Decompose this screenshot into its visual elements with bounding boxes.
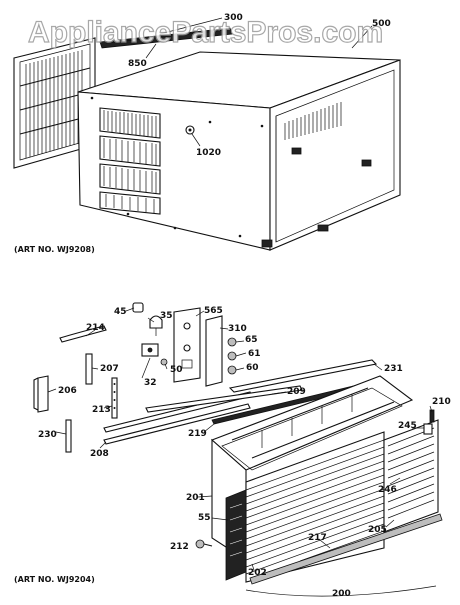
callout-217: 217: [308, 533, 327, 543]
callout-206: 206: [58, 386, 77, 396]
callout-209: 209: [287, 387, 306, 397]
side-louvers: [99, 107, 161, 215]
bottom-trim-strip: [249, 513, 443, 585]
upper-leader-lines: [145, 17, 373, 147]
mounting-screw: [195, 539, 213, 549]
callout-310: 310: [228, 324, 247, 334]
callout-55: 55: [198, 513, 211, 523]
control-components: [132, 302, 237, 387]
callout-245: 245: [398, 421, 417, 431]
callout-207: 207: [100, 364, 119, 374]
callout-32: 32: [144, 378, 157, 388]
callout-61: 61: [248, 349, 261, 359]
callout-200: 200: [332, 589, 351, 599]
callout-231: 231: [384, 364, 403, 374]
callout-45: 45: [114, 307, 127, 317]
callout-labels: 300 500 850 1020 45 35 565 310 65 61 50 …: [38, 13, 451, 599]
callout-202: 202: [248, 568, 267, 578]
art-number-lower: (ART NO. WJ9204): [14, 575, 95, 584]
callout-565: 565: [204, 306, 223, 316]
callout-219: 219: [188, 429, 207, 439]
cabinet-assembly: [13, 17, 401, 251]
callout-213: 213: [92, 405, 111, 415]
callout-60: 60: [246, 363, 259, 373]
watermark-text: AppliancePartsPros.com: [28, 16, 383, 49]
callout-50: 50: [170, 365, 183, 375]
assembly-bracket-curve: [245, 585, 437, 597]
rear-grille-panel: [13, 37, 96, 169]
callout-300: 300: [224, 13, 243, 23]
callout-208: 208: [90, 449, 109, 459]
callout-212: 212: [170, 542, 189, 552]
callout-205: 205: [368, 525, 387, 535]
callout-35: 35: [160, 311, 173, 321]
art-number-upper: (ART NO. WJ9208): [14, 245, 95, 254]
callout-210: 210: [432, 397, 451, 407]
rails-hardware: [33, 325, 378, 453]
cabinet-box: [77, 51, 401, 251]
side-filter-panel: [383, 409, 439, 533]
front-assembly: [33, 302, 443, 597]
callout-214: 214: [86, 323, 105, 333]
callout-230: 230: [38, 430, 57, 440]
callout-500: 500: [372, 19, 391, 29]
callout-850: 850: [128, 59, 147, 69]
callout-65: 65: [245, 335, 258, 345]
top-gasket-strip: [99, 27, 233, 49]
lower-leader-lines: [47, 307, 433, 571]
callout-246: 246: [378, 485, 397, 495]
callout-1020: 1020: [196, 148, 221, 158]
callout-201: 201: [186, 493, 205, 503]
